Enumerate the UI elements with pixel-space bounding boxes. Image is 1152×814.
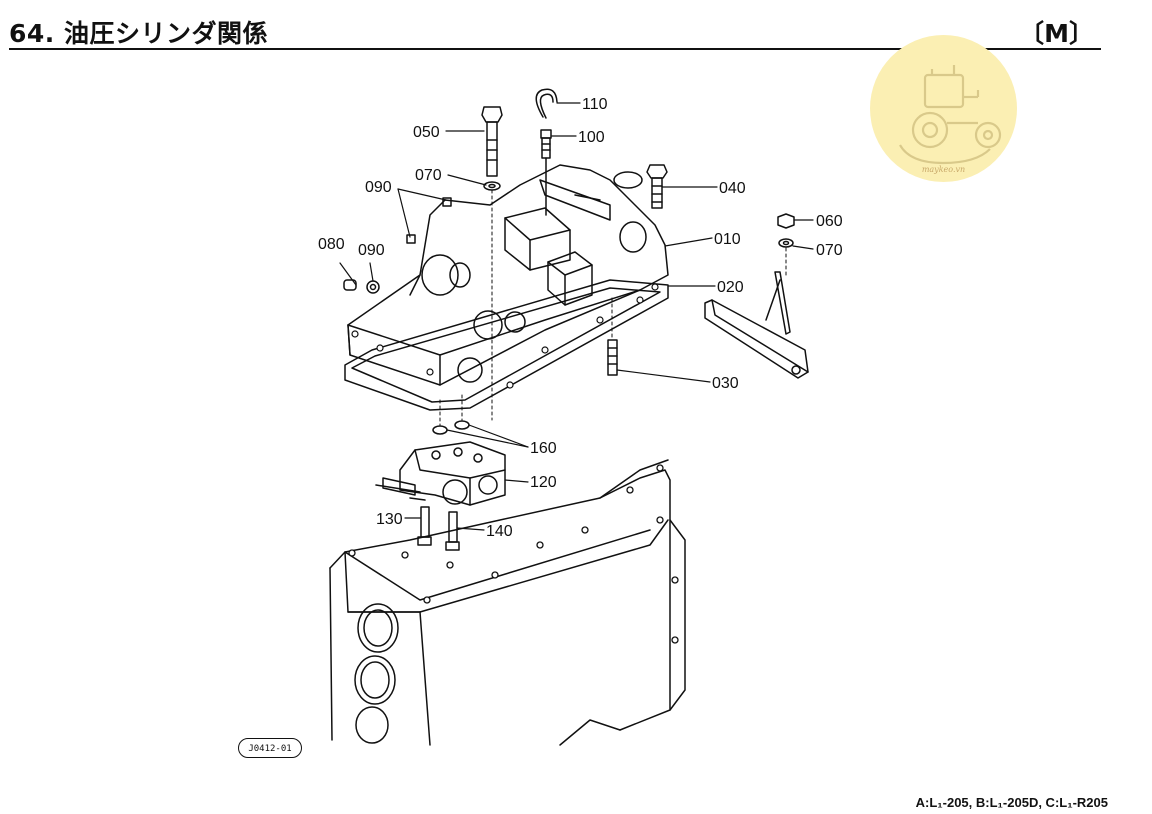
gasket-020 [344, 279, 669, 411]
washer-090 [366, 280, 380, 294]
callout-120: 110 [582, 96, 608, 113]
bolts-140-150 [417, 506, 460, 551]
tractor-icon [899, 65, 1002, 165]
callout-080: 080 [318, 236, 345, 253]
callout-030: 030 [712, 375, 739, 392]
plug-100b [442, 197, 452, 207]
callout-070-top: 070 [415, 167, 442, 184]
transmission-case [329, 459, 686, 746]
callout-070-right: 070 [816, 242, 843, 259]
control-valve-130 [375, 441, 506, 506]
callout-040: 040 [719, 180, 746, 197]
callout-090: 090 [358, 242, 385, 259]
callout-100: 090 [365, 179, 392, 196]
watermark-text: maykeo.vn [921, 165, 966, 174]
section-code: 〔M〕 [1019, 19, 1094, 48]
plug-080 [343, 279, 357, 291]
callout-130: 120 [530, 474, 557, 491]
callout-060: 060 [816, 213, 843, 230]
bolt-050 [481, 106, 503, 191]
figure-reference: J0412-01 [238, 738, 302, 758]
callout-160: 160 [530, 440, 557, 457]
bolt-040 [646, 164, 668, 209]
callout-010: 010 [714, 231, 741, 248]
plug-100a [406, 234, 416, 244]
callout-020: 020 [717, 279, 744, 296]
callout-140: 130 [376, 511, 403, 528]
callout-110: 100 [578, 129, 605, 146]
lift-arm [704, 271, 809, 379]
title-underline [9, 48, 1101, 50]
nut-060 [777, 213, 795, 229]
cylinder-case-010 [347, 164, 669, 389]
model-applicability: A:L₁-205, B:L₁-205D, C:L₁-R205 [915, 795, 1108, 810]
washer-070 [778, 238, 794, 248]
callout-150: 140 [486, 523, 513, 540]
hook-120 [535, 88, 558, 119]
watermark-logo: maykeo.vn [870, 35, 1017, 182]
callout-050: 050 [413, 124, 440, 141]
page-title: 64. 油圧シリンダ関係 [9, 19, 268, 48]
stud-030 [607, 339, 618, 376]
plug-110 [540, 129, 552, 159]
